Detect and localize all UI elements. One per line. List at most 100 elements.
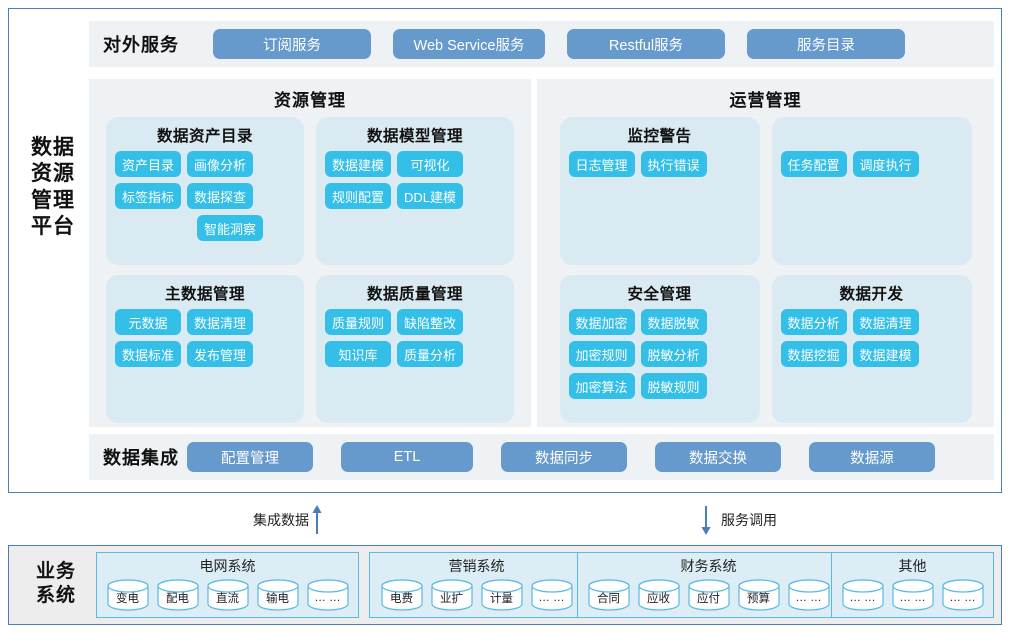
- integration-pill-4[interactable]: 数据源: [809, 442, 935, 472]
- db-cylinder-icon[interactable]: 应付: [687, 579, 731, 611]
- db-label: … …: [314, 591, 341, 604]
- chip[interactable]: 数据分析: [780, 309, 847, 335]
- cylinder-row: 合同 应收 应付 预算 … …: [578, 579, 839, 611]
- chip[interactable]: 规则配置: [325, 183, 392, 209]
- card-master-data-management: 主数据管理 元数据 数据清理 数据标准 发布管理: [106, 275, 304, 423]
- chip-group: 日志管理 执行错误: [568, 151, 751, 177]
- card-title: 安全管理: [627, 286, 692, 303]
- chip[interactable]: 元数据: [115, 309, 181, 335]
- card-title: 监控警告: [627, 128, 692, 145]
- chip-group: 数据加密 数据脱敏 加密规则 脱敏分析 加密算法 脱敏规则: [568, 309, 751, 399]
- service-pill-0[interactable]: 订阅服务: [213, 29, 371, 59]
- domain-title-operation: 运营管理: [729, 91, 802, 110]
- platform-title: 数据 资源 管理 平台: [14, 135, 92, 241]
- db-cylinder-icon[interactable]: 合同: [587, 579, 631, 611]
- card-data-development: 数据开发 数据分析 数据清理 数据挖掘 数据建模: [771, 275, 972, 423]
- chip[interactable]: 数据建模: [852, 341, 919, 367]
- card-task-scheduling: 任务配置 调度执行: [771, 117, 972, 265]
- chip[interactable]: 知识库: [325, 341, 391, 367]
- chip-group: 元数据 数据清理 数据标准 发布管理: [115, 309, 295, 367]
- chip[interactable]: 数据建模: [325, 151, 392, 177]
- chip[interactable]: 执行错误: [640, 151, 707, 177]
- integration-pill-1[interactable]: ETL: [341, 442, 473, 472]
- db-cylinder-icon[interactable]: … …: [841, 579, 885, 611]
- chip[interactable]: 数据清理: [187, 309, 254, 335]
- integration-pill-2[interactable]: 数据同步: [501, 442, 627, 472]
- platform-title-line-3: 管理: [31, 188, 75, 212]
- chip[interactable]: 质量规则: [325, 309, 392, 335]
- chip[interactable]: 画像分析: [187, 151, 254, 177]
- db-cylinder-icon[interactable]: … …: [787, 579, 831, 611]
- db-cylinder-icon[interactable]: 业扩: [430, 579, 474, 611]
- card-title: 数据开发: [839, 286, 904, 303]
- chip[interactable]: 数据挖掘: [780, 341, 847, 367]
- business-label-line-1: 业务: [35, 561, 76, 582]
- chip[interactable]: 质量分析: [397, 341, 464, 367]
- chip[interactable]: 可视化: [397, 151, 464, 177]
- data-integration-label: 数据集成: [103, 448, 179, 468]
- service-pill-2[interactable]: Restful服务: [567, 29, 725, 59]
- service-pill-3[interactable]: 服务目录: [747, 29, 905, 59]
- chip[interactable]: 发布管理: [187, 341, 254, 367]
- chip[interactable]: 标签指标: [115, 183, 182, 209]
- db-cylinder-icon[interactable]: 预算: [737, 579, 781, 611]
- db-cylinder-icon[interactable]: 计量: [480, 579, 524, 611]
- flow-arrows: 集成数据 服务调用: [8, 497, 1002, 541]
- service-pill-1[interactable]: Web Service服务: [393, 29, 545, 59]
- db-label: 预算: [747, 592, 770, 605]
- integration-pill-0[interactable]: 配置管理: [187, 442, 313, 472]
- db-label: … …: [899, 591, 926, 604]
- arrow-down-icon: [701, 506, 711, 535]
- db-label: … …: [538, 591, 565, 604]
- integration-pill-3[interactable]: 数据交换: [655, 442, 781, 472]
- db-cylinder-icon[interactable]: … …: [891, 579, 935, 611]
- chip-group: 质量规则 缺陷整改 知识库 质量分析: [325, 309, 505, 367]
- chip[interactable]: 加密规则: [568, 341, 635, 367]
- business-group-marketing: 营销系统 电费 业扩 计量 … …: [369, 552, 584, 618]
- platform-title-line-2: 资源: [31, 162, 75, 186]
- chip-group: 数据分析 数据清理 数据挖掘 数据建模: [780, 309, 963, 367]
- chip[interactable]: 任务配置: [780, 151, 847, 177]
- db-label: 计量: [490, 592, 513, 605]
- chip[interactable]: 数据标准: [115, 341, 182, 367]
- chip[interactable]: 数据清理: [852, 309, 919, 335]
- chip[interactable]: 智能洞察: [197, 215, 264, 241]
- db-cylinder-icon[interactable]: 输电: [256, 579, 300, 611]
- card-data-quality-management: 数据质量管理 质量规则 缺陷整改 知识库 质量分析: [316, 275, 514, 423]
- db-cylinder-icon[interactable]: … …: [941, 579, 985, 611]
- db-label: 输电: [266, 592, 289, 605]
- db-cylinder-icon[interactable]: 应收: [637, 579, 681, 611]
- chip[interactable]: 调度执行: [852, 151, 919, 177]
- business-group-grid: 电网系统 变电 配电 直流 输电 … …: [96, 552, 359, 618]
- platform-title-line-4: 平台: [31, 215, 75, 239]
- db-label: 电费: [390, 592, 413, 605]
- db-cylinder-icon[interactable]: 配电: [156, 579, 200, 611]
- db-label: 应收: [647, 592, 670, 605]
- external-services-row: 对外服务 订阅服务 Web Service服务 Restful服务 服务目录: [89, 21, 994, 67]
- operation-card-grid: 监控警告 日志管理 执行错误 任务配置 调度执行 安全管理 数据加密 数据脱敏: [537, 117, 994, 423]
- chip[interactable]: 缺陷整改: [397, 309, 464, 335]
- db-cylinder-icon[interactable]: 电费: [380, 579, 424, 611]
- db-label: 合同: [597, 592, 620, 605]
- chip[interactable]: 数据探查: [187, 183, 254, 209]
- db-cylinder-icon[interactable]: … …: [530, 579, 574, 611]
- chip[interactable]: 脱敏分析: [640, 341, 707, 367]
- db-cylinder-icon[interactable]: 直流: [206, 579, 250, 611]
- db-cylinder-icon[interactable]: … …: [306, 579, 350, 611]
- card-monitoring-alerts: 监控警告 日志管理 执行错误: [559, 117, 760, 265]
- chip[interactable]: 资产目录: [115, 151, 182, 177]
- flow-up: 集成数据: [253, 505, 325, 535]
- business-label-line-2: 系统: [35, 584, 76, 606]
- chip[interactable]: 加密算法: [568, 373, 635, 399]
- chip[interactable]: 数据加密: [568, 309, 635, 335]
- db-cylinder-icon[interactable]: 变电: [106, 579, 150, 611]
- chip[interactable]: DDL建模: [397, 183, 464, 209]
- business-group-finance: 财务系统 合同 应收 应付 预算 … …: [577, 552, 840, 618]
- db-label: … …: [849, 591, 876, 604]
- chip[interactable]: 脱敏规则: [640, 373, 707, 399]
- cylinder-row: 变电 配电 直流 输电 … …: [97, 579, 358, 611]
- chip[interactable]: 数据脱敏: [640, 309, 707, 335]
- chip[interactable]: 日志管理: [568, 151, 635, 177]
- card-title: 数据模型管理: [366, 128, 463, 145]
